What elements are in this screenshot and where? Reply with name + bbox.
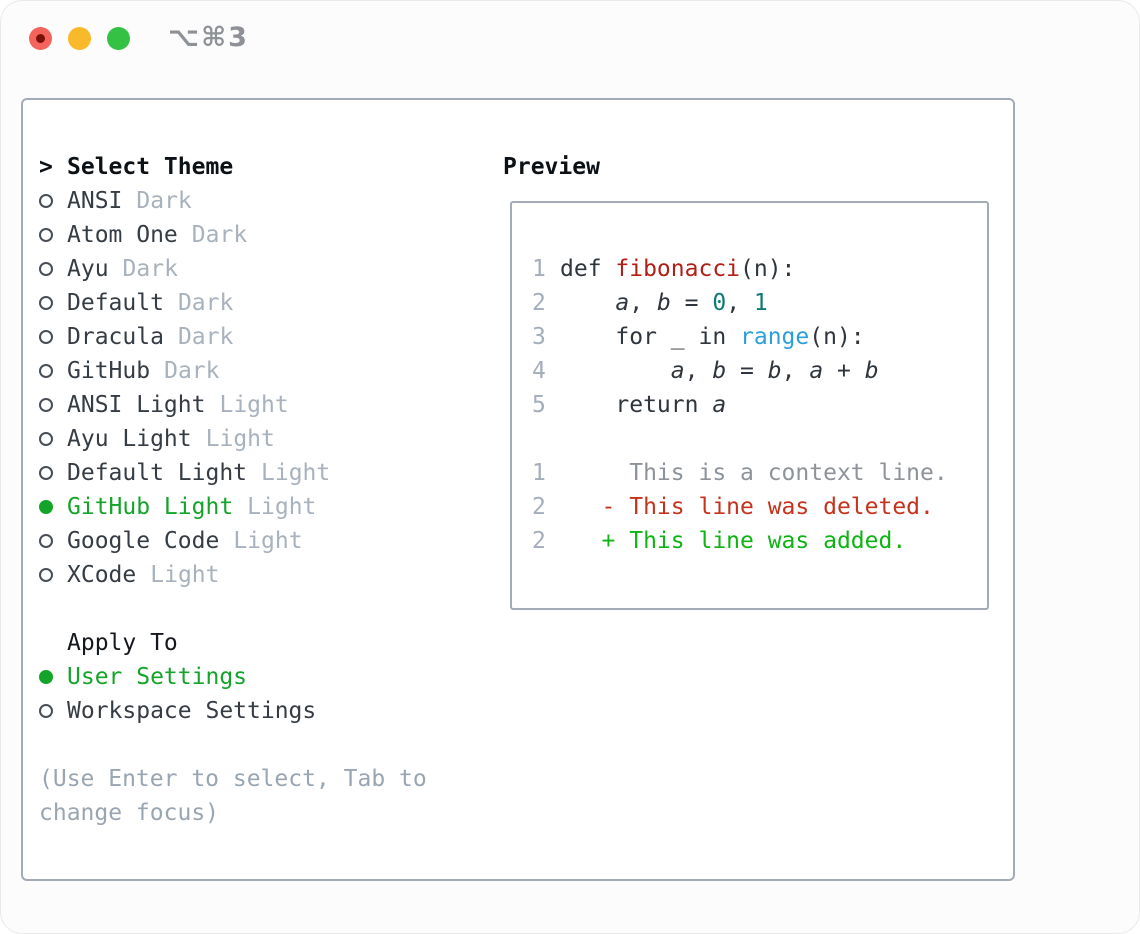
spacer [39,592,483,626]
item-label: Ayu Light [67,426,192,452]
spacer [39,728,483,762]
item-label: User Settings [67,664,248,690]
line-number: 1 [532,460,546,486]
line-number: 4 [532,358,546,384]
theme-item[interactable]: Default Light Light [39,456,483,490]
theme-item[interactable]: Atom One Dark [39,218,483,252]
item-label: GitHub [67,358,151,384]
radio-icon [39,228,53,242]
theme-item[interactable]: GitHub Dark [39,354,483,388]
item-label: Atom One [67,222,178,248]
radio-icon [39,534,53,548]
prompt-caret-icon: > [39,154,53,180]
radio-icon [39,364,53,378]
item-label: Default [67,290,164,316]
radio-selected-icon [39,670,53,684]
apply-to-title: Apply To [67,630,178,656]
line-number: 2 [532,528,546,554]
radio-icon [39,296,53,310]
item-variant-tag: Dark [164,358,220,384]
preview-header: Preview [503,154,600,180]
item-variant-tag: Light [150,562,220,588]
item-variant-tag: Dark [177,324,234,350]
radio-icon [39,398,53,412]
radio-icon [39,704,53,718]
apply-to-option[interactable]: User Settings [39,660,483,694]
item-label: ANSI [67,188,123,214]
item-variant-tag: Light [219,392,289,418]
preview-line: 2 a, b = 0, 1 [532,290,768,316]
titlebar: ⌥⌘3 [1,1,1139,75]
theme-item[interactable]: GitHub Light Light [39,490,483,524]
item-label: ANSI Light [67,392,206,418]
radio-icon [39,432,53,446]
radio-icon [39,568,53,582]
item-variant-tag: Light [233,528,303,554]
preview-line: 5 return a [532,392,727,418]
item-label: Google Code [67,528,220,554]
preview-line: 2 - This line was deleted. [532,494,934,520]
theme-item[interactable]: XCode Light [39,558,483,592]
window-title: ⌥⌘3 [168,22,249,53]
item-label: GitHub Light [67,494,234,520]
preview-line [532,422,987,456]
theme-item[interactable]: Default Dark [39,286,483,320]
item-variant-tag: Dark [136,188,192,214]
theme-item[interactable]: Ayu Dark [39,252,483,286]
item-variant-tag: Light [247,494,317,520]
traffic-lights [29,27,130,50]
theme-item[interactable]: Dracula Dark [39,320,483,354]
apply-to-header: Apply To [39,626,483,660]
item-variant-tag: Dark [191,222,248,248]
hint-text: (Use Enter to select, Tab to change focu… [39,766,427,826]
line-number: 2 [532,290,546,316]
item-label: Workspace Settings [67,698,317,724]
item-variant-tag: Dark [122,256,178,282]
radio-icon [39,194,53,208]
line-number: 2 [532,494,546,520]
preview-line: 1 This is a context line. [532,460,948,486]
close-dot-icon [36,34,45,43]
select-theme-title: Select Theme [67,154,234,180]
item-variant-tag: Dark [177,290,234,316]
radio-icon [39,466,53,480]
preview-line: 4 a, b = b, a + b [532,358,879,384]
radio-icon [39,262,53,276]
theme-item[interactable]: ANSI Dark [39,184,483,218]
minimize-button[interactable] [68,27,91,50]
zoom-button[interactable] [107,27,130,50]
theme-item[interactable]: Google Code Light [39,524,483,558]
select-theme-header: > Select Theme [39,150,483,184]
item-variant-tag: Light [205,426,275,452]
radio-selected-icon [39,500,53,514]
apply-to-option[interactable]: Workspace Settings [39,694,483,728]
radio-icon [39,330,53,344]
line-number: 5 [532,392,546,418]
line-number: 3 [532,324,546,350]
item-label: Default Light [67,460,248,486]
line-number: 1 [532,256,546,282]
item-variant-tag: Light [261,460,331,486]
close-button[interactable] [29,27,52,50]
item-label: XCode [67,562,137,588]
item-label: Dracula [67,324,164,350]
theme-item[interactable]: Ayu Light Light [39,422,483,456]
theme-item[interactable]: ANSI Light Light [39,388,483,422]
preview-line: 2 + This line was added. [532,528,907,554]
preview-line: 3 for _ in range(n): [532,324,865,350]
item-label: Ayu [67,256,109,282]
